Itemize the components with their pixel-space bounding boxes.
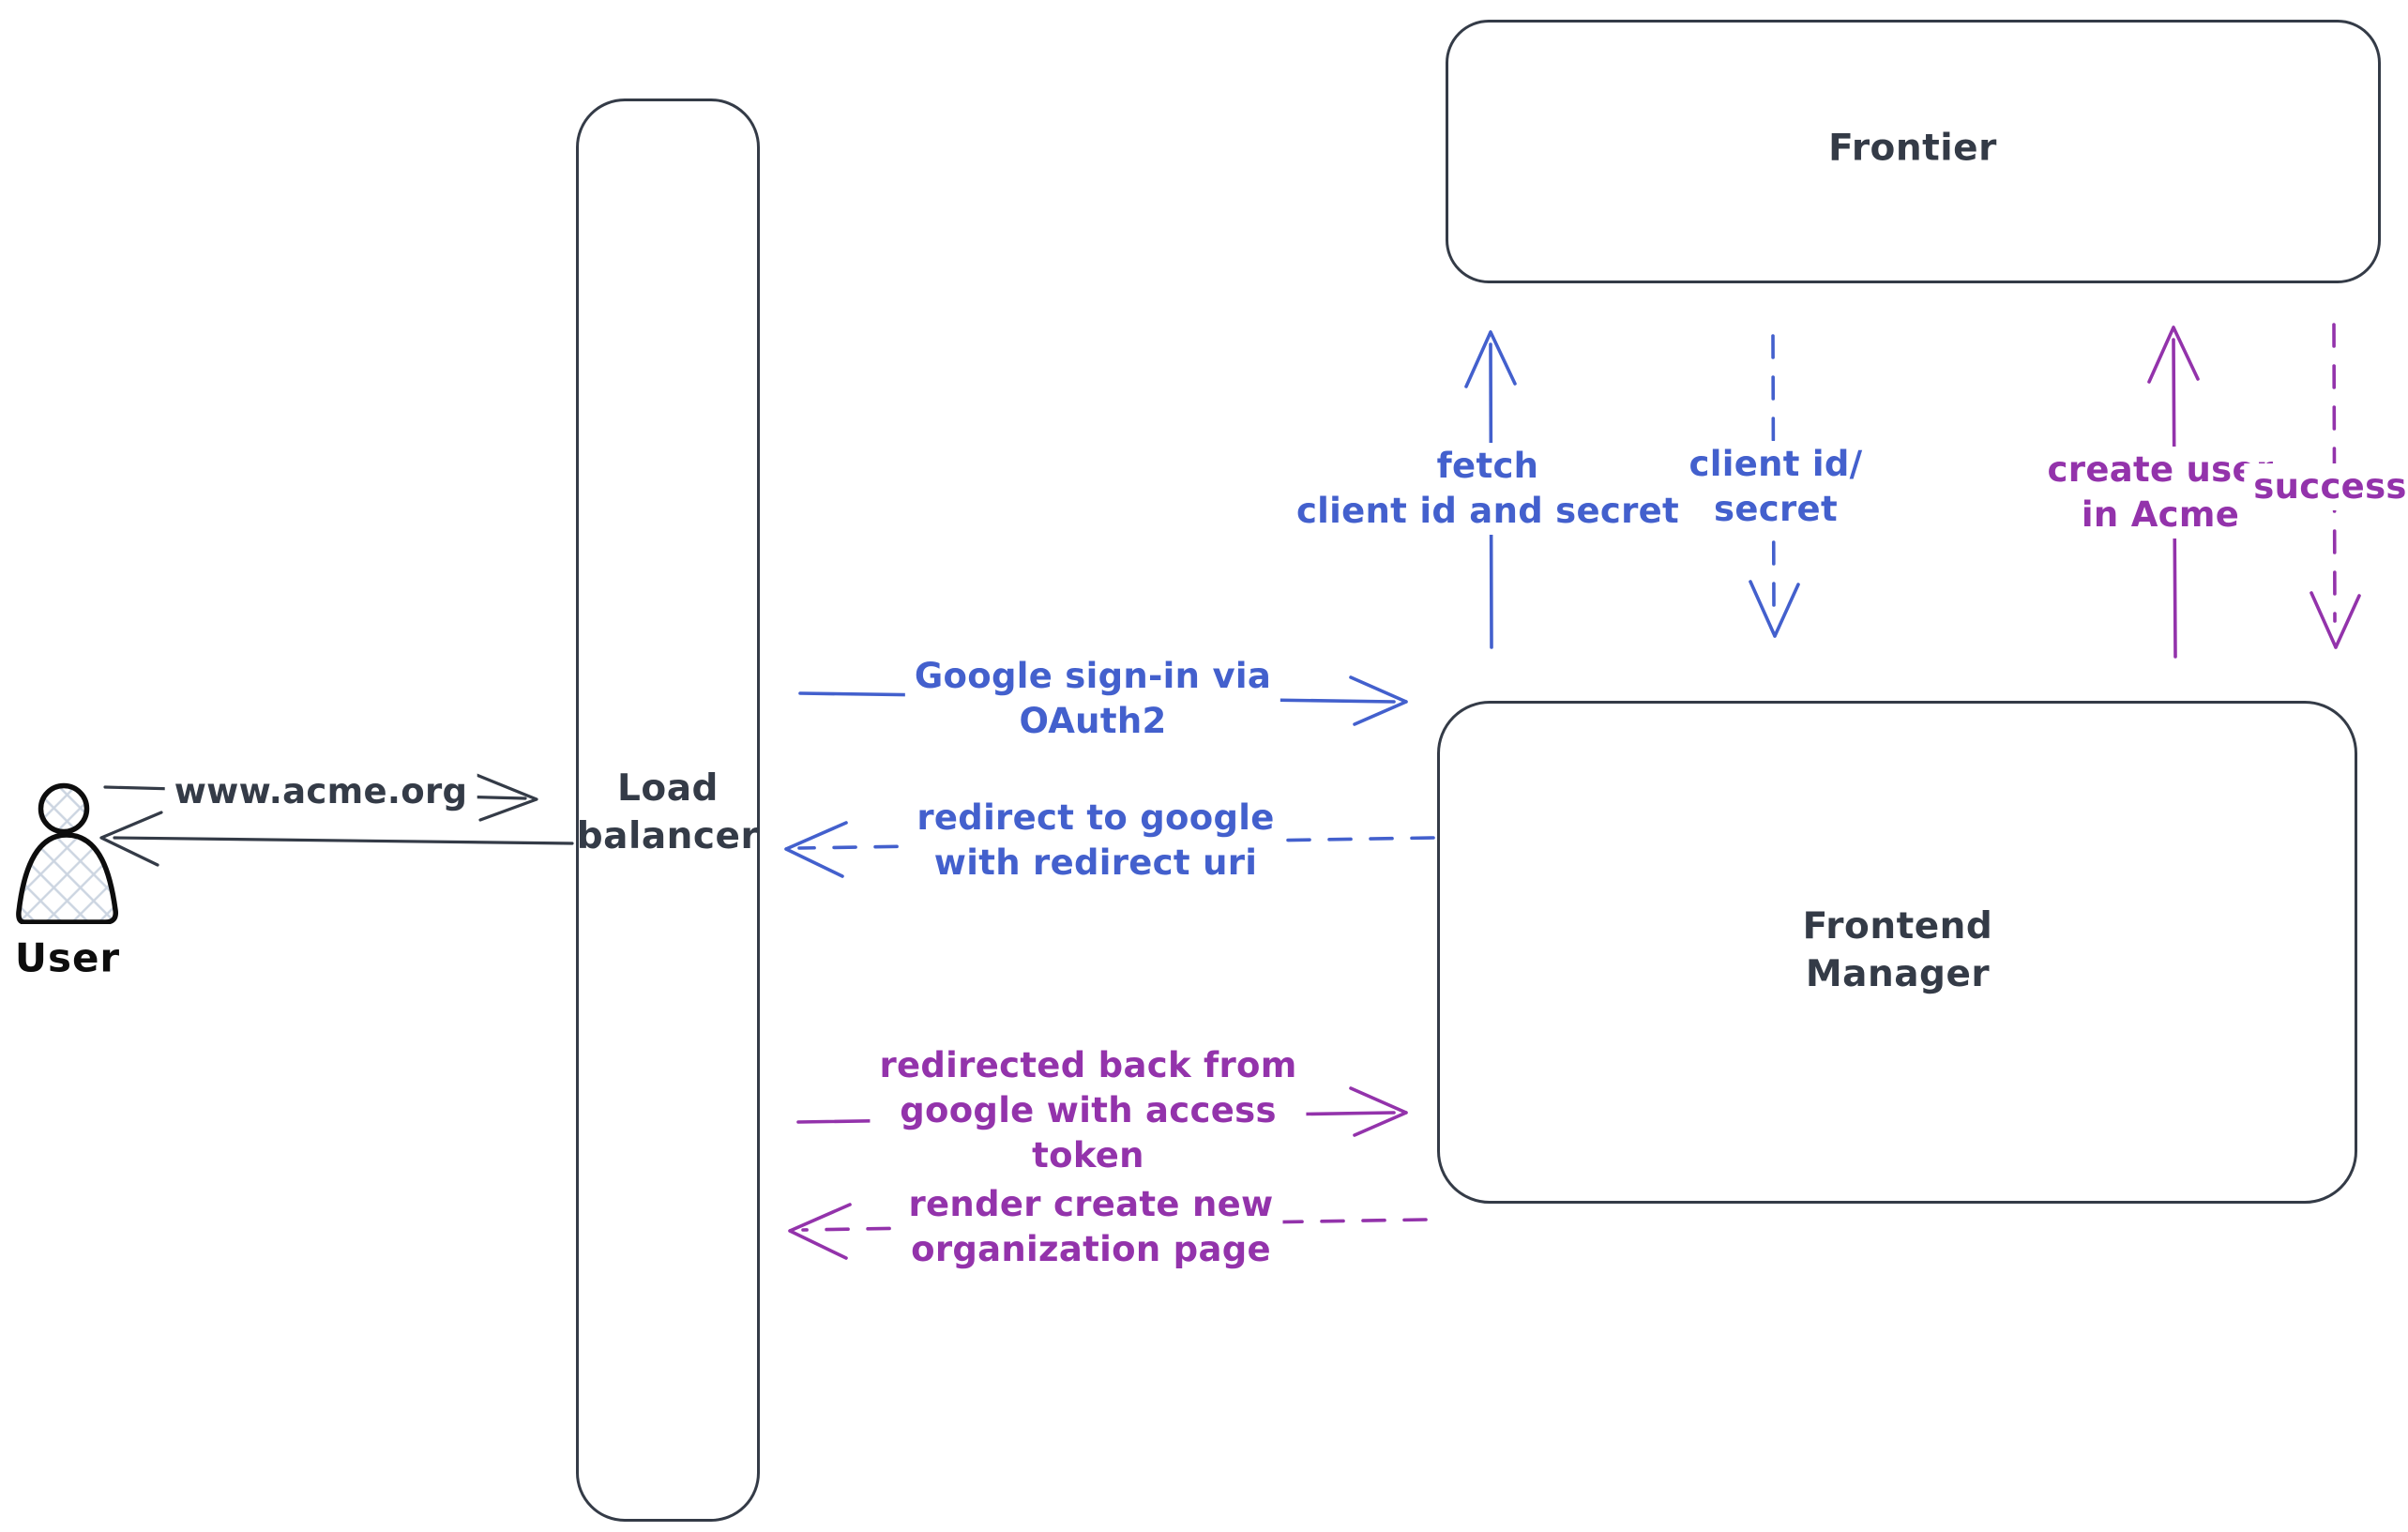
- load-balancer-node: [576, 99, 760, 1522]
- load-balancer-label: Load balancer: [576, 767, 760, 857]
- arrow-success: [2310, 323, 2361, 649]
- edge-label-render-create: render create new organization page: [899, 1181, 1283, 1273]
- edge-label-redirect-google: redirect to google with redirect uri: [907, 795, 1284, 887]
- frontier-node: [1446, 20, 2381, 283]
- edge-label-acme-request: www.acme.org: [164, 768, 477, 815]
- frontend-manager-label: Frontend Manager: [1802, 905, 1993, 995]
- arrow-acme-response: [99, 811, 574, 867]
- edge-label-fetch-client: fetch client id and secret: [1286, 443, 1689, 535]
- arrow-redirect-google: [784, 821, 1435, 878]
- user-node-label: User: [14, 934, 121, 981]
- edge-label-success: success: [2244, 463, 2408, 510]
- edge-label-redirected-back: redirected back from google with access …: [870, 1042, 1307, 1179]
- edge-label-client-id-secret: client id/ secret: [1679, 441, 1872, 533]
- edge-label-google-signin: Google sign-in via OAuth2: [904, 653, 1281, 745]
- frontend-manager-node: [1437, 701, 2357, 1204]
- frontier-label: Frontier: [1828, 127, 1997, 170]
- user-icon: [16, 782, 119, 924]
